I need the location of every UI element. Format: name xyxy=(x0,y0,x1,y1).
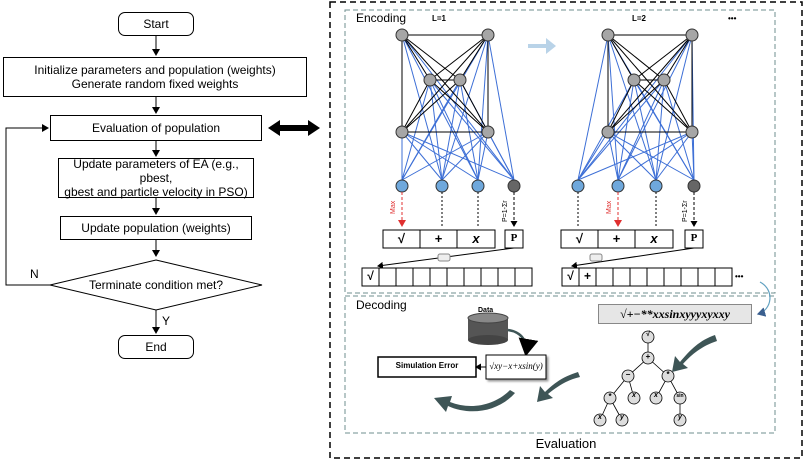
tree-node-sin: sin xyxy=(676,393,684,399)
p-label-1: P=1-Σr xyxy=(502,200,509,222)
evaluation-label: Evaluation xyxy=(535,436,597,451)
end-node: End xyxy=(118,335,194,359)
simulation-error-label: Simulation Error xyxy=(395,361,459,370)
ellipsis-genome: ••• xyxy=(735,272,744,281)
decode-arrow-1 xyxy=(672,335,717,372)
tree-node-x-2: x xyxy=(654,392,658,399)
max-label-1: Max xyxy=(390,200,397,214)
decoding-title: Decoding xyxy=(356,298,407,312)
p-label-2: P=1-Σr xyxy=(682,200,689,222)
update-ea-step: Update parameters of EA (e.g., pbest, gb… xyxy=(58,157,254,199)
data-label: Data xyxy=(478,307,494,314)
encoded-expression: √+−**xxsinxyyyxyxxy xyxy=(598,304,752,324)
layer2-label: L=2 xyxy=(632,14,647,23)
max-label-2: Max xyxy=(606,200,613,214)
yes-label: Y xyxy=(162,314,171,328)
terminate-label: Terminate condition met? xyxy=(88,278,224,292)
genome1-cell1: √ xyxy=(367,269,374,283)
op-sqrt-1: √ xyxy=(397,231,406,246)
op-plus-2: + xyxy=(612,231,621,246)
no-label: N xyxy=(30,267,39,281)
double-arrow xyxy=(268,120,320,136)
network-l2 xyxy=(560,28,733,287)
evaluation-step: Evaluation of population xyxy=(50,115,262,141)
tree-node-plus: + xyxy=(645,352,651,361)
data-cylinder xyxy=(467,312,509,345)
initialize-step: Initialize parameters and population (we… xyxy=(3,57,307,97)
op-p-2: P xyxy=(690,232,698,244)
op-plus-1: + xyxy=(434,231,443,246)
op-sqrt-2: √ xyxy=(575,231,584,246)
decode-arrow-2 xyxy=(537,372,580,402)
tree-node-sqrt: √ xyxy=(646,331,650,338)
ellipsis-top: ••• xyxy=(728,14,737,23)
tree-node-mul-2: * xyxy=(608,392,612,401)
encoding-title: Encoding xyxy=(356,11,407,25)
update-population-step: Update population (weights) xyxy=(60,216,252,240)
tree-node-y-1: y xyxy=(620,414,624,421)
op-p-1: P xyxy=(510,232,518,244)
op-x-1: x xyxy=(472,231,480,246)
genome2-cell2: + xyxy=(583,269,591,283)
op-x-2: x xyxy=(650,231,658,246)
layer1-label: L=1 xyxy=(432,14,447,23)
tree-node-mul-1: * xyxy=(666,370,670,379)
genome2-cell1: √ xyxy=(567,269,574,283)
tree-node-x-1: x xyxy=(632,392,636,399)
start-node: Start xyxy=(118,12,194,36)
tree-node-y-2: y xyxy=(678,414,682,421)
tree-node-minus: − xyxy=(625,370,631,379)
decode-arrow-3 xyxy=(434,390,515,412)
tree-node-x-3: x xyxy=(598,414,602,421)
decoded-formula: √xy−x+xsin(y) xyxy=(489,361,543,371)
network-l1 xyxy=(361,28,533,287)
